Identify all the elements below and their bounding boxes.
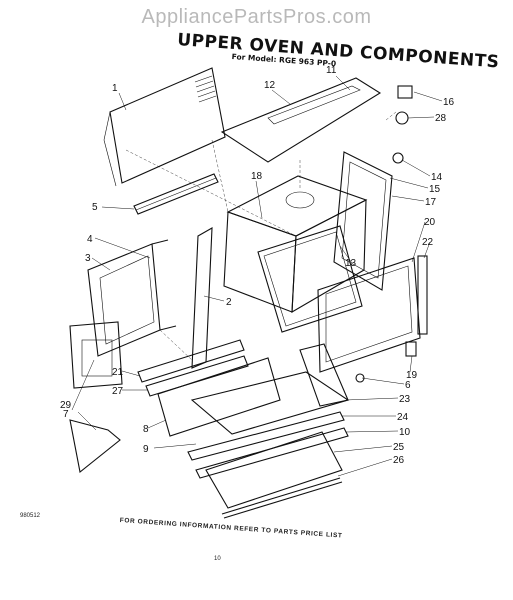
part-3-left-frame [87,239,177,357]
part-17-side-frame [333,151,393,291]
part-7-corner-bracket [69,419,121,473]
part-10-rail [195,427,349,479]
callout-20: 20 [424,217,436,228]
callout-22: 22 [422,237,434,248]
part-1-side-panel [103,67,226,187]
callout-7: 7 [63,409,69,420]
callout-13: 13 [345,258,357,269]
part-13-door-gasket [257,225,363,333]
part-28-component [395,111,409,125]
part-16-component [397,85,413,99]
callout-3: 3 [85,253,91,264]
callout-2: 2 [226,297,232,308]
part-23-side-plate [299,343,349,407]
part-2-rail [191,227,213,369]
part-29-lower-panel [69,321,123,389]
callout-16: 16 [443,97,455,108]
callout-4: 4 [87,234,93,245]
callout-8: 8 [143,424,149,435]
callout-24: 24 [397,412,409,423]
part-8-plate [157,357,281,437]
callout-15: 15 [429,184,441,195]
callout-1: 1 [112,83,118,94]
callout-19: 19 [406,370,418,381]
site-watermark: AppliancePartsPros.com [141,6,372,28]
callout-29: 29 [60,400,72,411]
callout-27: 27 [112,386,124,397]
callout-11: 11 [326,65,337,76]
part-26-trim-strip [221,477,341,515]
page-number: 10 [214,556,221,562]
part-27-channel [145,355,249,397]
callout-17: 17 [425,197,437,208]
callout-5: 5 [92,202,98,213]
part-25-trim [205,431,343,509]
callout-9: 9 [143,444,149,455]
part-12-top-panel [220,77,382,163]
callout-26: 26 [393,455,405,466]
callout-21: 21 [112,367,124,378]
callout-14: 14 [431,172,443,183]
callout-10: 10 [399,427,411,438]
callout-12: 12 [264,80,276,91]
part-19-component [405,341,417,357]
callout-25: 25 [393,442,405,453]
part-6-component [355,373,365,383]
callout-23: 23 [399,394,411,405]
document-number: 980512 [20,513,41,519]
part-14-component [392,152,404,164]
part-22-strip [417,255,428,335]
part-5-bracket [133,173,219,215]
part-21-channel [137,339,245,383]
callout-6: 6 [405,380,411,391]
callout-28: 28 [435,113,447,124]
part-24-rail [187,411,345,461]
callout-18: 18 [251,171,263,182]
